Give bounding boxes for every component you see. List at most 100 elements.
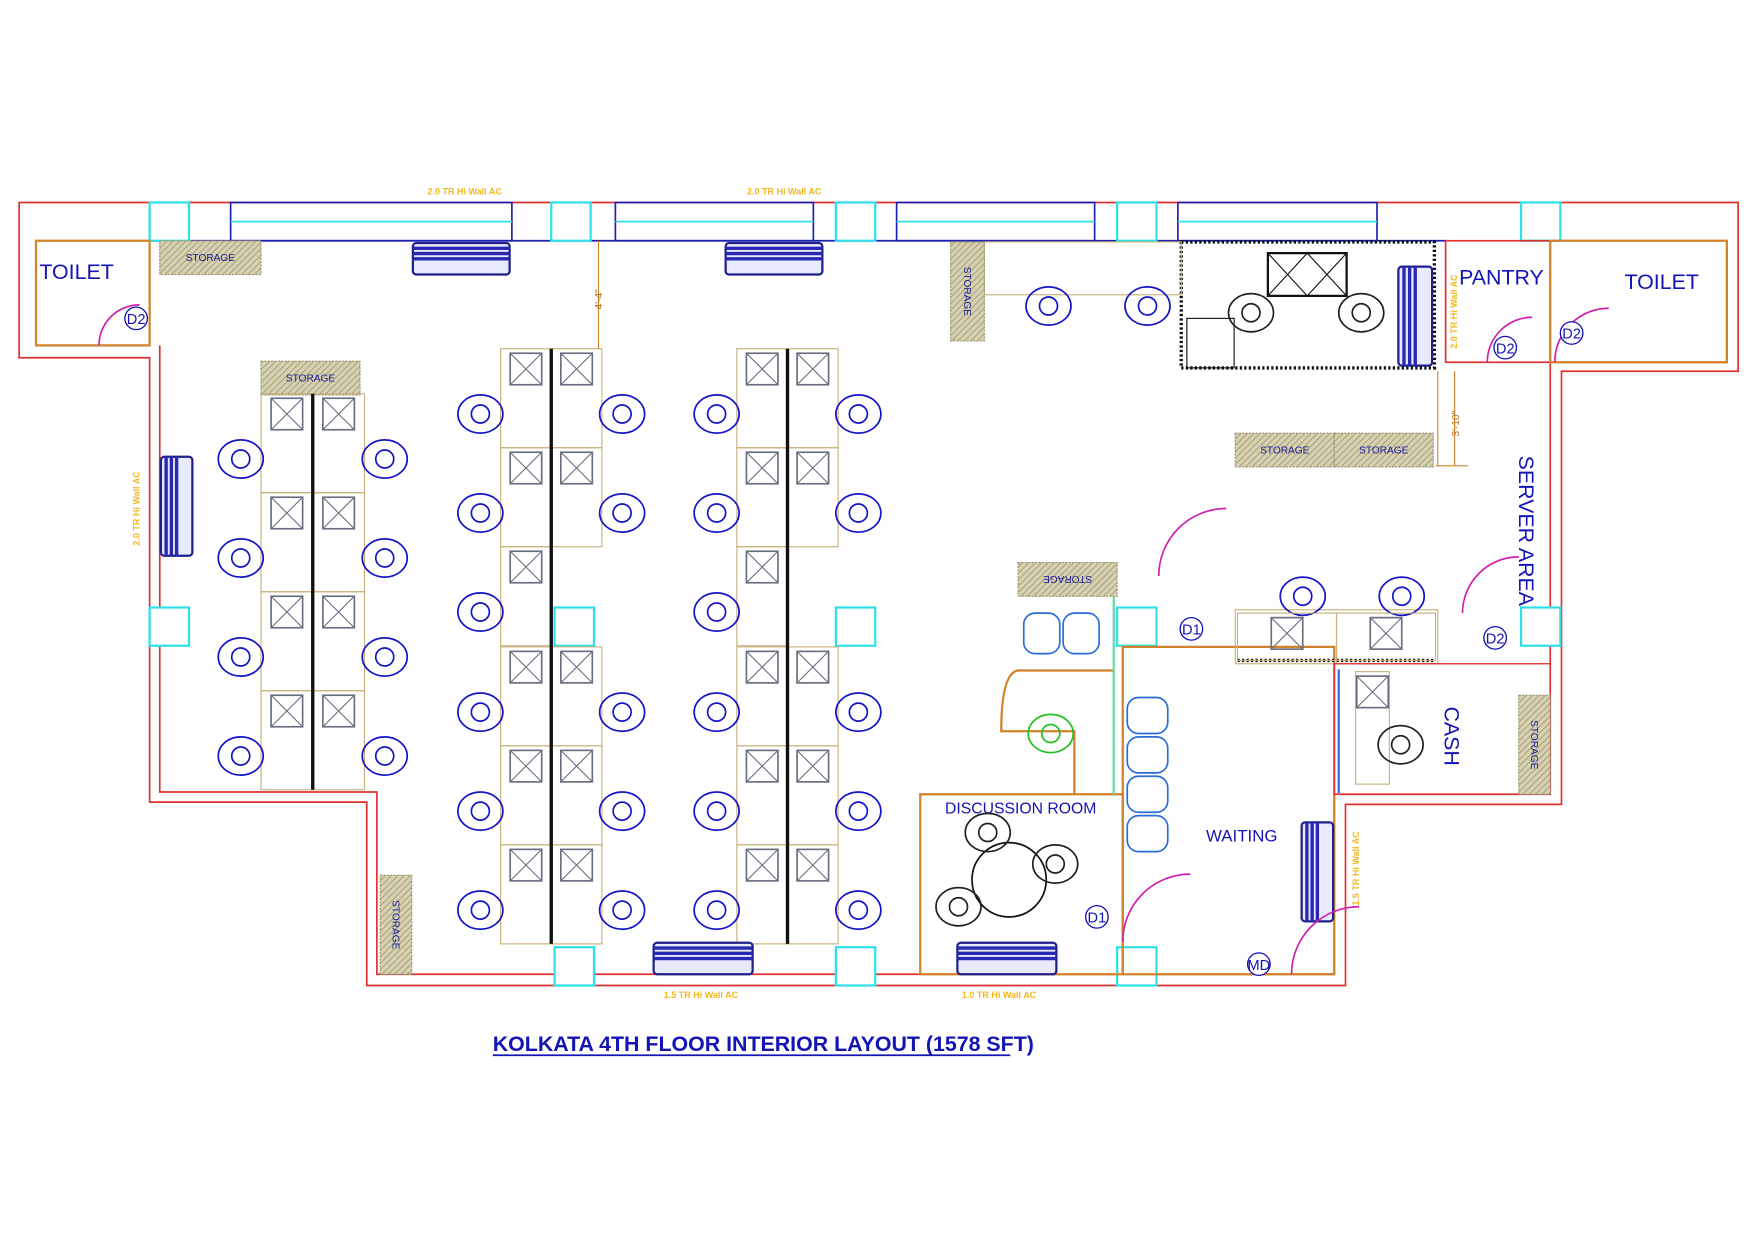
desk [500,546,552,647]
column [553,946,596,987]
cpu-icon [796,650,829,684]
column [1116,946,1158,987]
chair-with-person [835,493,882,533]
door-label: MD [1248,958,1271,974]
ac-label-bottom-2: 1.0 TR Hi Wall AC [962,990,1037,1000]
cpu-box [509,352,543,386]
door-d2: D2 [1553,307,1609,363]
desk [260,591,314,692]
chair-with-person [1031,844,1079,884]
person-icon [457,592,504,632]
ac-unit [724,241,824,276]
dimension-server: 3'-10" [1451,410,1462,436]
desk-top [786,844,839,945]
server-area-label: SERVER AREA [1514,456,1538,607]
door-tag [1483,625,1508,650]
chair-with-person [457,493,504,533]
door-label: D1 [1182,623,1201,639]
person-icon [1124,286,1171,326]
waiting-chair [1126,775,1169,814]
person-icon [598,890,646,931]
storage-box [159,240,262,276]
person-icon [1337,292,1385,333]
chair-with-person [1124,286,1171,326]
cpu-icon [560,352,593,386]
head-icon [706,900,727,920]
ac-unit [956,941,1058,976]
head-icon [470,801,491,821]
head-icon [1045,854,1066,874]
person-icon [1377,724,1424,765]
door-swing [1121,873,1191,942]
cpu-icon [796,749,829,783]
person-icon [693,791,740,832]
desk [550,745,603,846]
desk-top [550,447,603,548]
desk-top [550,844,603,945]
head-icon [706,801,727,821]
cpu-icon [509,451,543,485]
person-icon [835,791,882,832]
head-icon [1040,723,1061,744]
person-icon [935,886,982,927]
person-icon [217,637,265,677]
head-icon [230,548,251,568]
desk [500,745,552,846]
desk-top [550,745,603,846]
column [834,946,877,987]
cpu-icon [509,550,543,584]
manager-desk [1000,669,1114,795]
door-d1: D1 [1084,873,1191,942]
ac-label-waiting: 1.5 TR Hi Wall AC [1351,831,1361,906]
storage-unit: STORAGE [159,240,262,276]
storage-unit: STORAGE [950,241,985,342]
cpu-icon [746,749,779,783]
ac-unit [1397,265,1434,367]
head-icon [706,602,727,622]
chair-with-person [457,394,504,434]
column [834,201,877,242]
head-icon [612,404,632,424]
ac-label-top-2: 2.0 TR Hi Wall AC [747,187,822,197]
desk [736,745,789,846]
ac-label-left: 2.0 TR Hi Wall AC [132,471,142,546]
desk [1236,612,1338,661]
cpu-box [322,595,356,629]
waiting-room [1121,645,1336,976]
windows [229,201,1378,242]
desk [550,447,603,548]
cpu-box [745,650,779,684]
storage-box [950,241,985,342]
desk-top [500,447,552,548]
cpu-box [270,397,304,431]
person-icon [361,736,409,776]
head-icon [470,602,491,622]
door-swing [1290,905,1360,975]
door-tag [1559,321,1584,345]
cpu-box [745,352,779,386]
cpu-icon [509,650,543,684]
door-tag [1179,616,1204,641]
person-icon [457,394,504,434]
head-icon [1137,296,1158,316]
cpu-icon [509,848,543,882]
storage-unit: STORAGE [260,360,361,396]
desk-top [260,591,314,692]
cpu-icon [560,451,593,485]
cpu-box [745,550,779,584]
column [148,201,191,242]
desk-top [550,646,603,747]
door-md: MD [1246,905,1360,977]
desk [786,844,839,945]
waiting-chair [1126,814,1169,853]
chair-with-person [835,394,882,434]
column [148,606,191,647]
door-tag [1246,952,1271,977]
desk [500,348,552,449]
desk-top [786,447,839,548]
cpu-box [745,848,779,882]
lounge-chair [1022,612,1061,655]
cpu-box [796,749,830,783]
person-icon [217,439,265,479]
toilet-left-room [34,239,151,347]
